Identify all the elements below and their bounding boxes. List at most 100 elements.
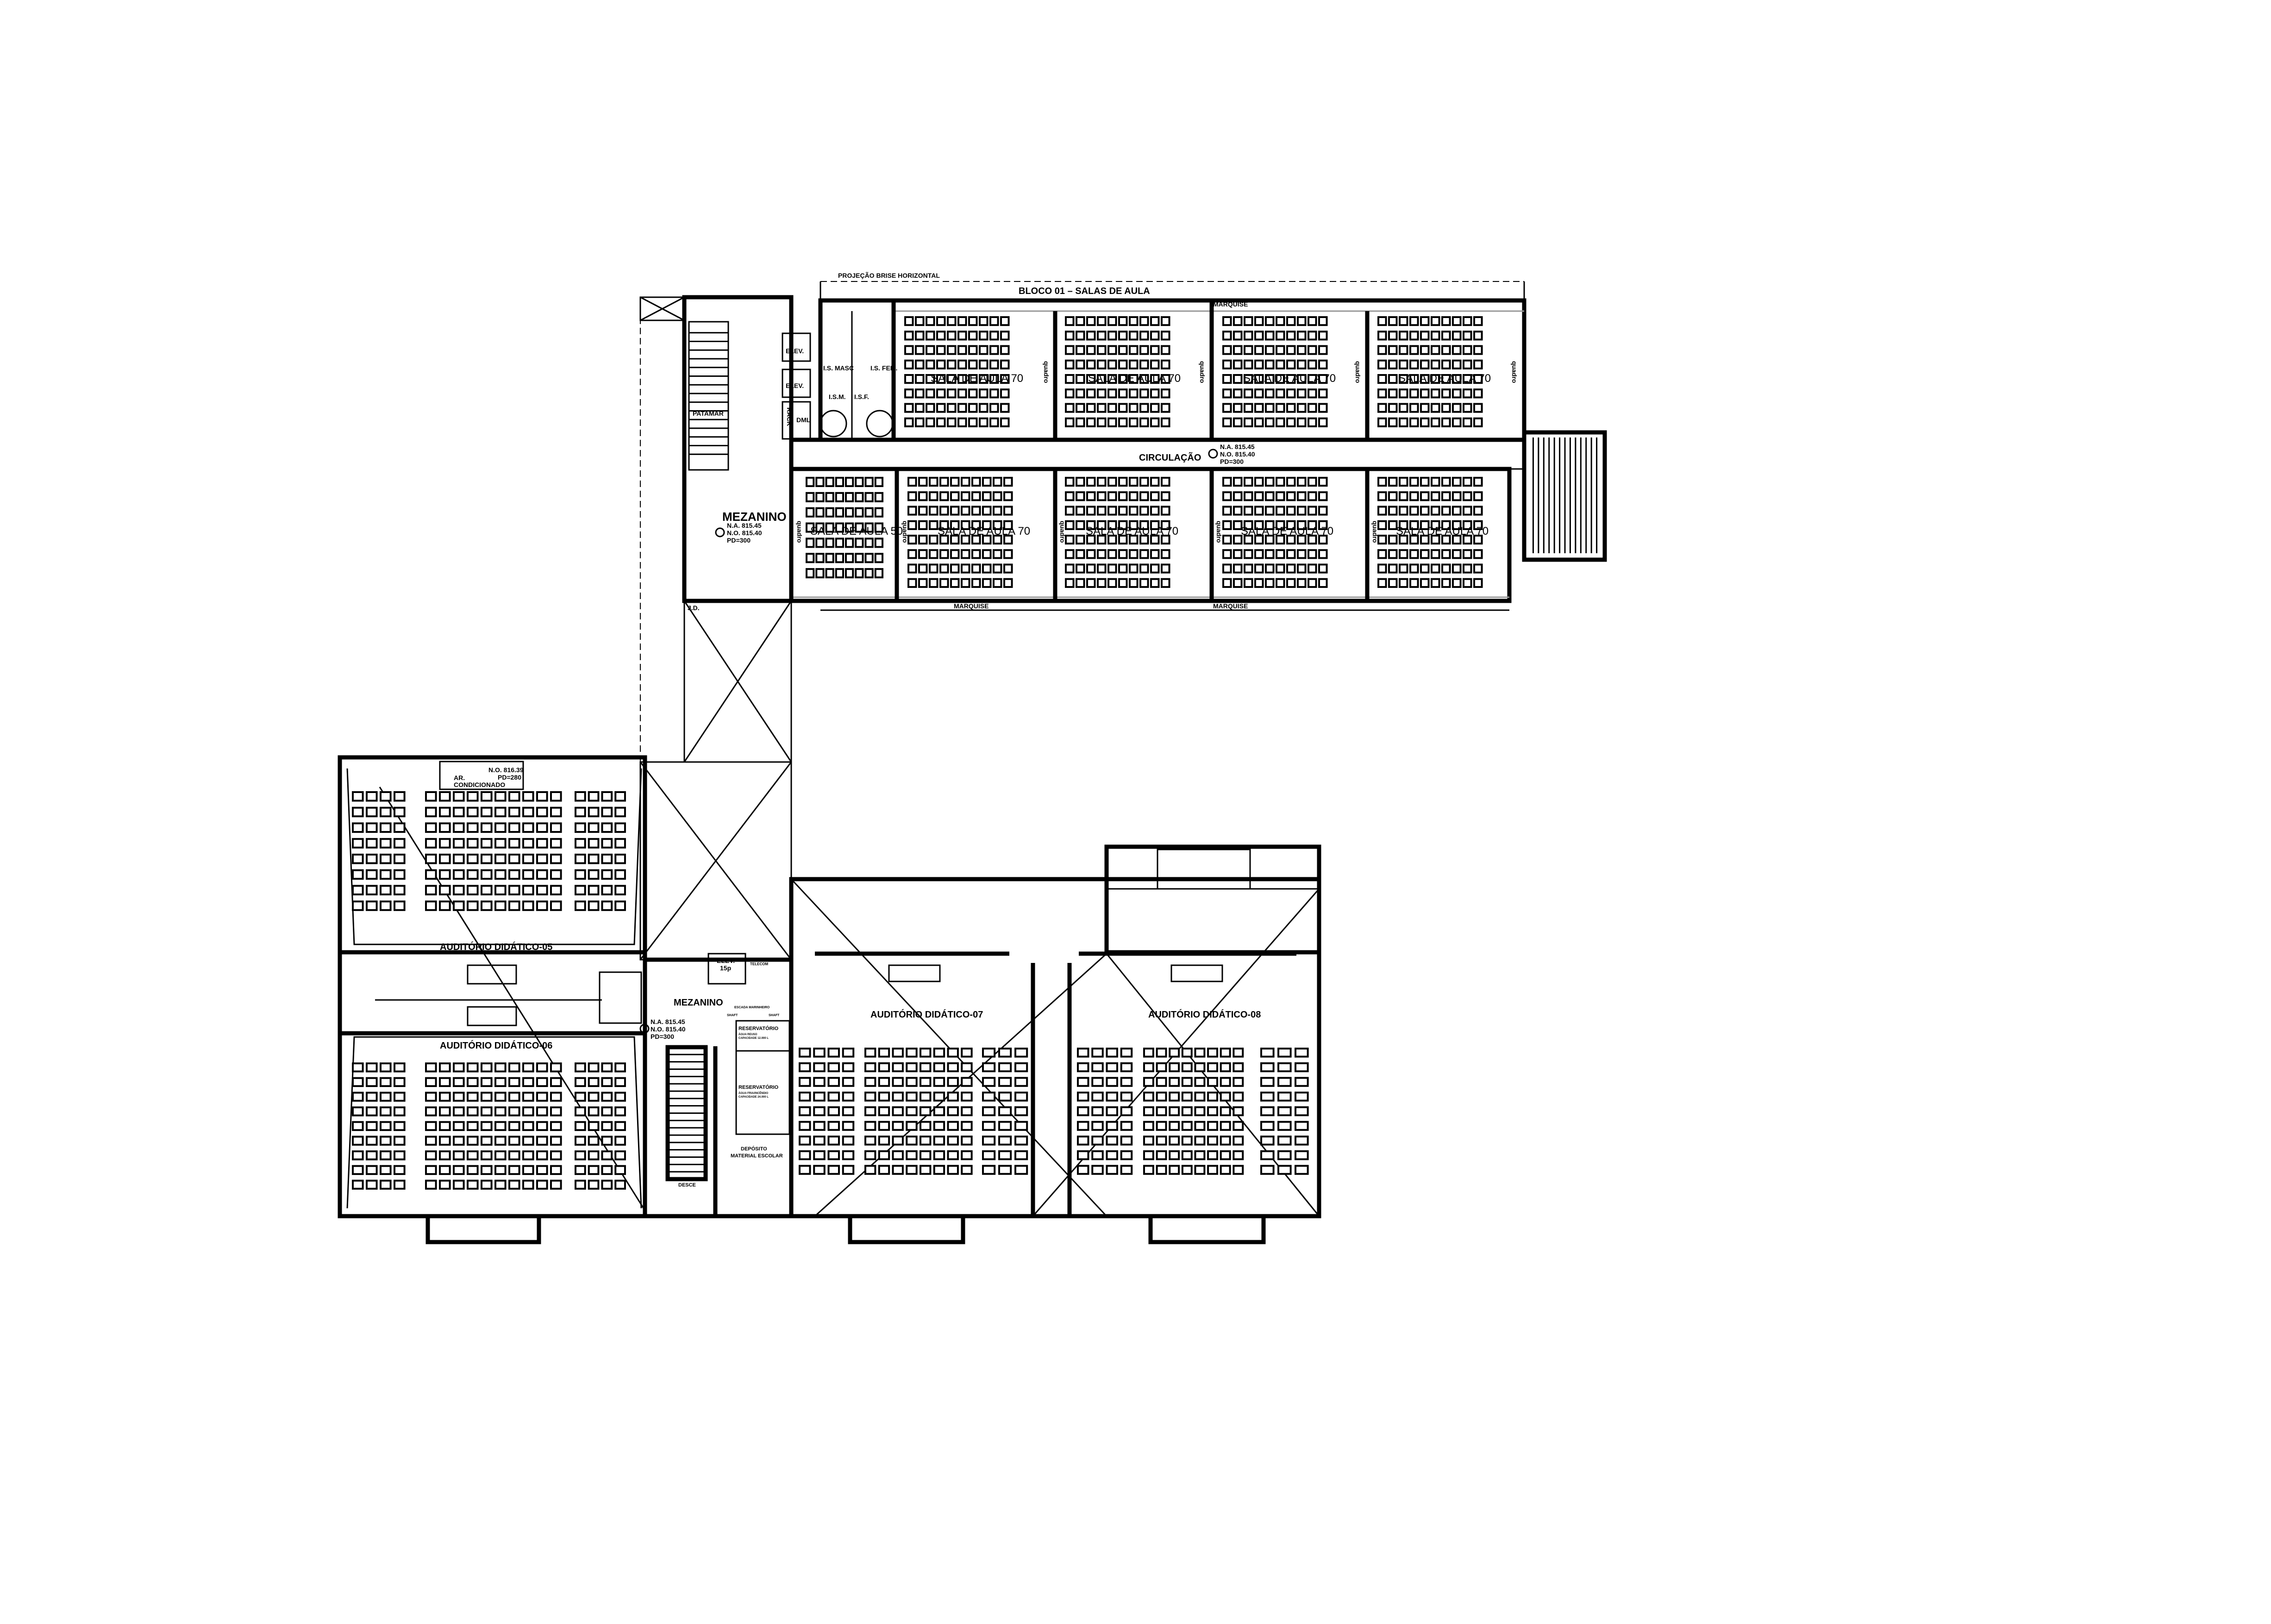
seat xyxy=(1150,520,1160,530)
seat xyxy=(968,359,978,369)
seat xyxy=(1129,477,1139,487)
seat xyxy=(1207,1121,1219,1131)
seat xyxy=(1452,345,1462,355)
seat xyxy=(1097,491,1107,501)
seat xyxy=(1118,506,1128,516)
seat xyxy=(1265,491,1275,501)
seat xyxy=(1065,535,1075,545)
seat xyxy=(1318,331,1328,341)
elevator-capacity: 15p xyxy=(720,964,731,972)
seat xyxy=(467,1106,479,1117)
seat xyxy=(1297,506,1307,516)
level-pd: PD=300 xyxy=(651,1033,674,1040)
seat xyxy=(947,316,957,326)
seat xyxy=(892,1062,904,1073)
seat xyxy=(982,1062,996,1073)
seat xyxy=(1086,563,1096,574)
seat xyxy=(1161,578,1170,588)
seat xyxy=(929,549,938,559)
reservoir-label: RESERVATÓRIO xyxy=(738,1084,779,1090)
quadro-label: quadro xyxy=(1215,521,1223,543)
seat xyxy=(425,1121,437,1131)
seat xyxy=(1308,563,1317,574)
seat xyxy=(1377,477,1387,487)
seat xyxy=(425,838,437,849)
seat xyxy=(1220,1077,1231,1087)
seat xyxy=(508,1077,520,1087)
seat xyxy=(993,563,1002,574)
seat xyxy=(1265,374,1275,384)
seat xyxy=(1388,491,1398,501)
seat xyxy=(1003,506,1013,516)
seat xyxy=(1139,331,1149,341)
seat xyxy=(550,1121,562,1131)
seat xyxy=(1143,1092,1154,1102)
seat xyxy=(1118,563,1128,574)
seat xyxy=(1065,549,1075,559)
seat xyxy=(601,869,613,880)
seat xyxy=(522,838,534,849)
seat xyxy=(1420,345,1430,355)
seat xyxy=(1377,506,1387,516)
seat xyxy=(601,1180,613,1190)
quadro-label: quadro xyxy=(796,521,803,543)
seat xyxy=(1295,1136,1309,1146)
seat xyxy=(1076,535,1085,545)
seat xyxy=(1254,506,1264,516)
seat xyxy=(352,1136,364,1146)
seat xyxy=(1065,563,1075,574)
seat xyxy=(1220,1106,1231,1117)
seat xyxy=(926,374,935,384)
room-label: SALA DE AULA 50 xyxy=(810,525,903,537)
seat xyxy=(1388,403,1398,413)
block-title: BLOCO 01 – SALAS DE AULA xyxy=(1019,286,1150,296)
seat xyxy=(1169,1165,1180,1175)
seat xyxy=(1161,345,1170,355)
seat xyxy=(874,507,884,518)
seat xyxy=(1297,563,1307,574)
seat xyxy=(825,477,834,487)
seat xyxy=(1118,520,1128,530)
seat xyxy=(550,1150,562,1161)
seat xyxy=(1277,1136,1292,1146)
seat xyxy=(933,1077,945,1087)
seat xyxy=(1260,1136,1275,1146)
seat xyxy=(950,578,960,588)
seat xyxy=(874,568,884,579)
seat xyxy=(1097,331,1107,341)
seat xyxy=(366,838,378,849)
seat xyxy=(481,1092,493,1102)
seat xyxy=(1086,345,1096,355)
seat xyxy=(936,417,946,427)
seat xyxy=(1091,1092,1104,1102)
seat xyxy=(614,1121,626,1131)
seat xyxy=(982,578,992,588)
seat xyxy=(815,553,825,563)
seat xyxy=(536,806,548,818)
seat xyxy=(366,1106,378,1117)
seat xyxy=(536,1150,548,1161)
quadro-label: quadro xyxy=(901,521,909,543)
seat xyxy=(933,1136,945,1146)
seat xyxy=(950,549,960,559)
seat xyxy=(993,578,1002,588)
seat xyxy=(425,806,437,818)
seat xyxy=(855,492,864,502)
marquise-label: MARQUISE xyxy=(1213,300,1248,308)
seat xyxy=(425,1062,437,1073)
auditorium-seating xyxy=(575,1062,626,1190)
seat xyxy=(855,568,864,579)
seat xyxy=(588,1136,600,1146)
seat xyxy=(1441,506,1451,516)
seat xyxy=(1244,345,1253,355)
seat xyxy=(1473,359,1483,369)
seat xyxy=(575,838,586,849)
seat xyxy=(947,1150,959,1161)
seat xyxy=(835,507,845,518)
seat xyxy=(1265,477,1275,487)
seat xyxy=(1207,1077,1219,1087)
seat xyxy=(971,491,981,501)
seat xyxy=(915,417,925,427)
seat xyxy=(947,1165,959,1175)
seat xyxy=(1441,403,1451,413)
